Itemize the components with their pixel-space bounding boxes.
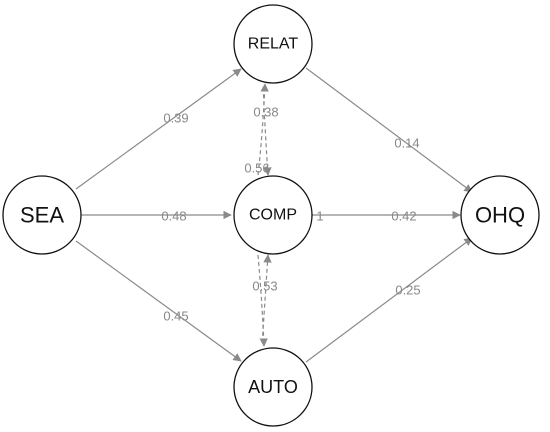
edge-comp-relat-b [262, 83, 272, 176]
edge-comp-auto-b [261, 254, 272, 347]
edge-label-relat-ohq: 0.14 [394, 136, 419, 151]
edge-auto-ohq [305, 237, 473, 363]
edge-label-sea-auto: 0.45 [163, 309, 188, 324]
node-sea: SEA [2, 175, 82, 255]
node-label-comp: COMP [249, 207, 297, 224]
edge-sea-relat [75, 68, 242, 190]
edge-label-comp-auto: 0.53 [252, 279, 277, 294]
node-ohq: OHQ [460, 175, 540, 255]
edges [75, 67, 473, 363]
edge-label-comp-relat-lower: 0.56 [244, 161, 269, 176]
edge-label-comp-ohq: 0.42 [391, 209, 416, 224]
node-comp: COMP [233, 175, 313, 255]
edge-sea-auto [75, 240, 242, 362]
edge-label-auto-ohq: 0.25 [395, 283, 420, 298]
node-label-ohq: OHQ [475, 203, 525, 228]
node-label-sea: SEA [20, 203, 64, 228]
node-auto: AUTO [233, 347, 313, 427]
edge-relat-ohq [305, 67, 473, 193]
edge-label-comp-relat-upper: 0.38 [253, 105, 278, 120]
edge-labels: 0.39 0.48 0.45 0.14 0.42 0.25 0.38 0.56 … [161, 105, 420, 324]
edge-label-sea-relat: 0.39 [163, 111, 188, 126]
edge-comp-relat-a [257, 83, 269, 176]
edge-comp-auto-a [257, 254, 268, 347]
node-label-relat: RELAT [248, 36, 299, 53]
edge-label-comp-self: 1 [316, 209, 323, 224]
node-label-auto: AUTO [248, 377, 298, 397]
node-relat: RELAT [233, 4, 313, 84]
edge-label-sea-comp: 0.48 [161, 209, 186, 224]
